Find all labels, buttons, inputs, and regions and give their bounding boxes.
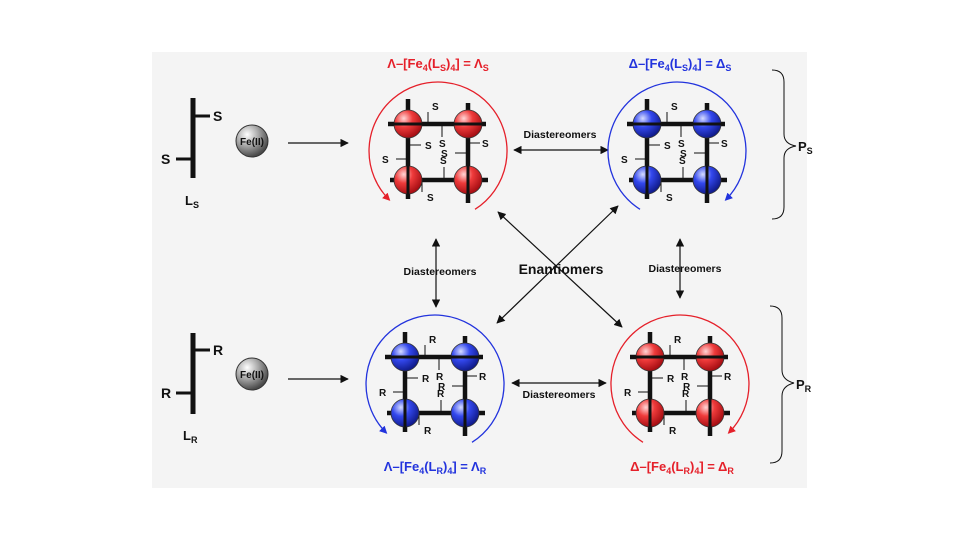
stereo-label: S	[425, 141, 432, 152]
ligand-lr: R R LR	[161, 333, 223, 445]
label-diastereomers-right: Diastereomers	[649, 263, 722, 275]
arrow-enantiomers-diag-2	[496, 205, 619, 324]
title-lambda-s: Λ–[Fe4(LS)4] = ΛS	[387, 56, 488, 73]
ligand-ls-side-label: S	[161, 151, 170, 167]
stereo-label: S	[382, 155, 389, 166]
stereo-label: S	[432, 102, 439, 113]
stereo-label: S	[664, 141, 671, 152]
title-lambda-r: Λ–[Fe4(LR)4] = ΛR	[384, 459, 487, 476]
stereo-label: S	[621, 155, 628, 166]
brace-pr	[769, 305, 795, 464]
label-diastereomers-bottom: Diastereomers	[523, 389, 596, 401]
stereo-label: S	[482, 139, 489, 150]
stereo-label: R	[669, 426, 677, 437]
stereo-label: R	[674, 335, 682, 346]
stereo-label: S	[441, 149, 448, 160]
stereo-label: S	[439, 139, 446, 150]
ligand-ls: S S LS	[161, 98, 222, 210]
title-delta-r: Δ–[Fe4(LR)4] = ΔR	[630, 459, 734, 476]
stereo-label: R	[437, 389, 445, 400]
svg-text:Fe(II): Fe(II)	[240, 370, 264, 381]
stereo-label: R	[379, 388, 387, 399]
ligand-lr-top-label: R	[213, 342, 223, 358]
stereo-label: S	[678, 139, 685, 150]
svg-text:Fe(II): Fe(II)	[240, 137, 264, 148]
stereo-label: R	[724, 372, 732, 383]
stereo-label: R	[624, 388, 632, 399]
stereo-label: R	[682, 389, 690, 400]
label-diastereomers-top: Diastereomers	[524, 129, 597, 141]
label-ps: PS	[798, 139, 813, 156]
label-enantiomers: Enantiomers	[519, 261, 604, 277]
ligand-lr-side-label: R	[161, 385, 171, 401]
title-delta-s: Δ–[Fe4(LS)4] = ΔS	[629, 56, 732, 73]
stereo-label: R	[667, 374, 675, 385]
stereo-label: S	[679, 156, 686, 167]
fe-ion-bottom: Fe(II)	[235, 357, 269, 391]
stereo-label: S	[666, 193, 673, 204]
ligand-ls-top-label: S	[213, 108, 222, 124]
stereo-label: S	[680, 149, 687, 160]
ligand-lr-name: LR	[183, 428, 198, 445]
stereo-label: S	[440, 156, 447, 167]
stereo-label: S	[721, 139, 728, 150]
label-pr: PR	[796, 377, 812, 394]
label-diastereomers-left: Diastereomers	[404, 266, 477, 278]
rotation-arc	[610, 314, 750, 443]
stereo-label: R	[683, 382, 691, 393]
stereo-label: S	[427, 193, 434, 204]
stereo-label: R	[479, 372, 487, 383]
fe-ion-top: Fe(II)	[235, 124, 269, 158]
ligand-ls-name: LS	[185, 193, 199, 210]
stereo-label: R	[438, 382, 446, 393]
stereo-label: S	[671, 102, 678, 113]
rotation-arc	[368, 81, 508, 210]
rotation-arc	[365, 314, 505, 443]
stereo-label: R	[681, 372, 689, 383]
stereo-label: R	[422, 374, 430, 385]
brace-ps	[771, 69, 797, 220]
stereo-label: R	[436, 372, 444, 383]
stereo-label: R	[429, 335, 437, 346]
stereo-label: R	[424, 426, 432, 437]
rotation-arc	[607, 81, 747, 210]
